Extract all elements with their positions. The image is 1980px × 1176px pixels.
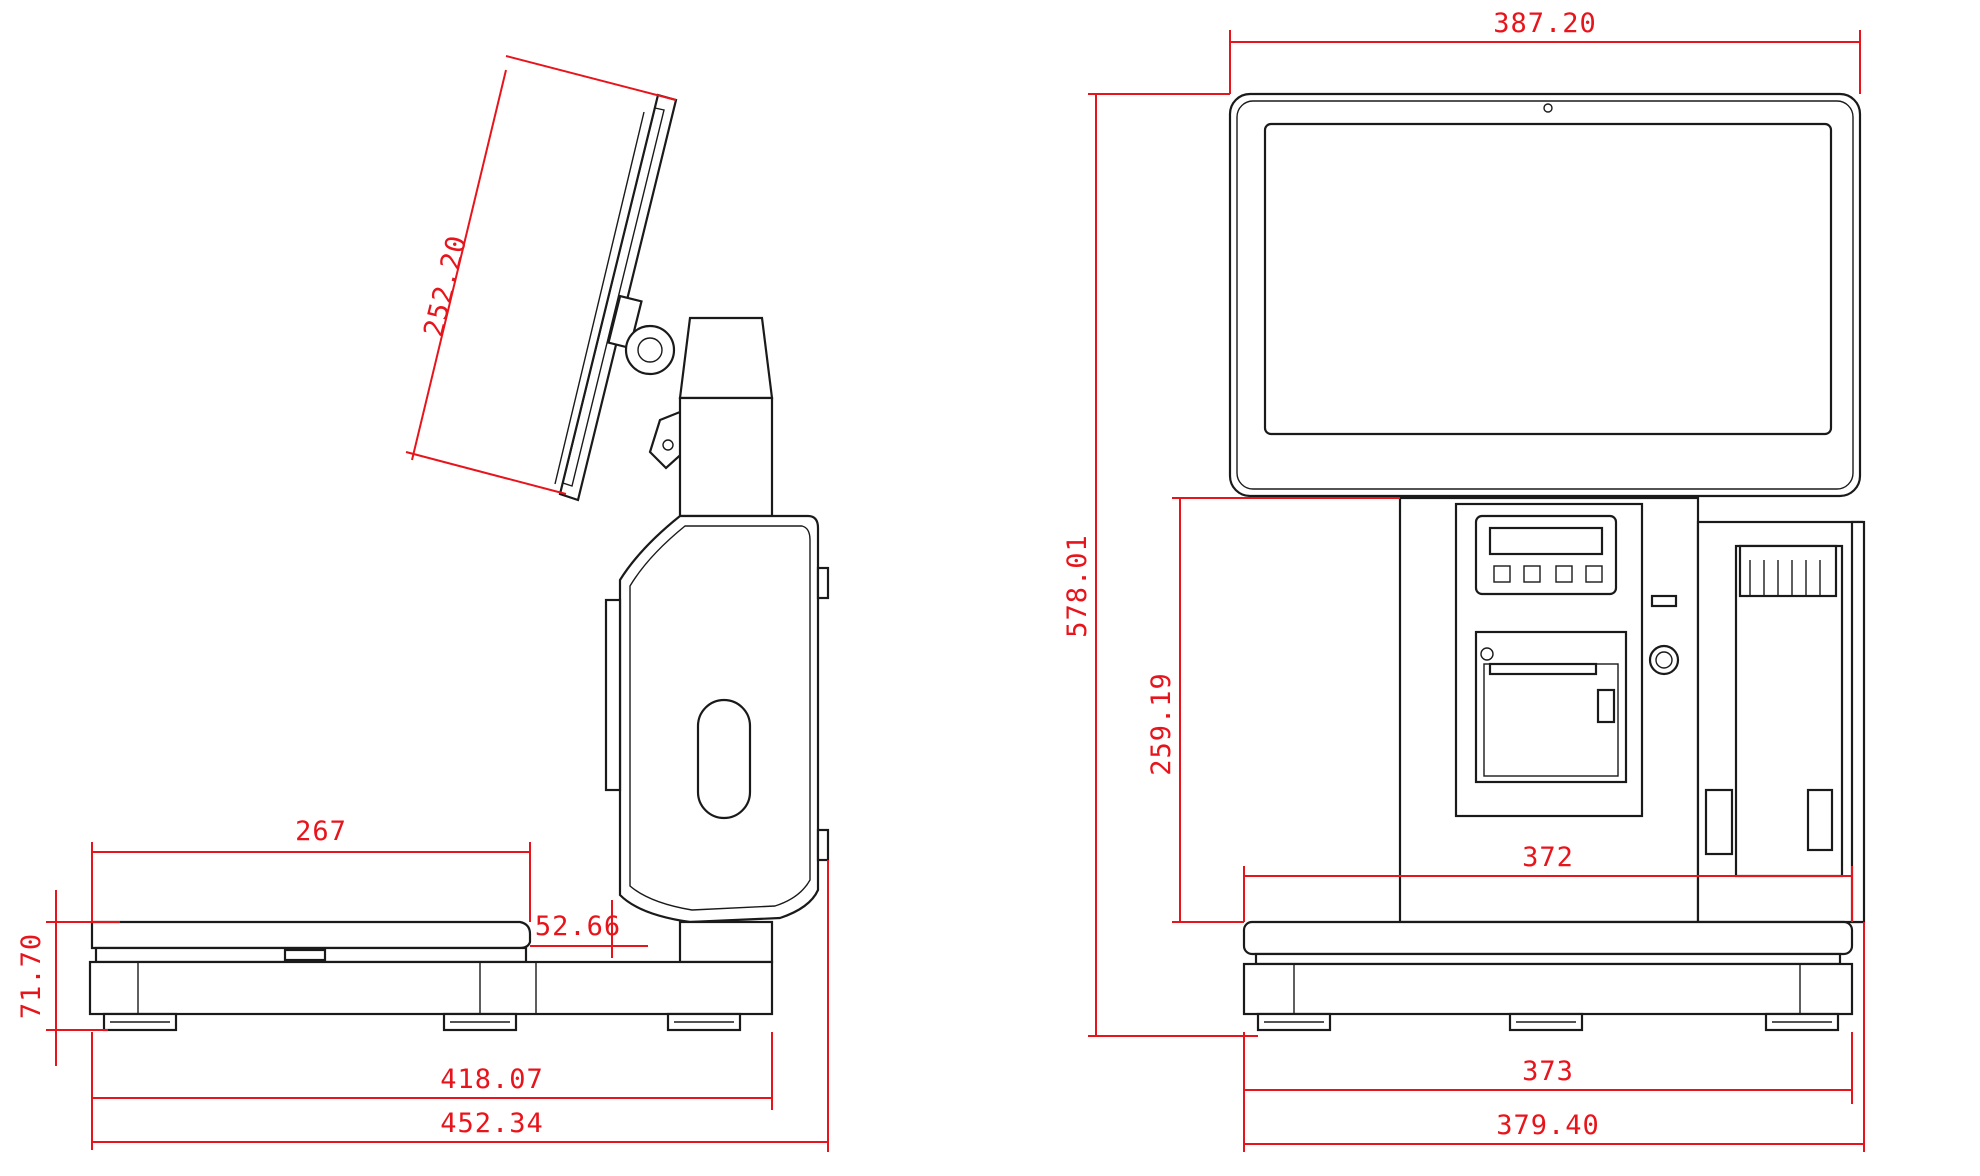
front-display: [1228, 92, 1862, 498]
side-column: [678, 920, 774, 964]
dim-overall-height: 578.01: [1062, 534, 1093, 638]
dim-body-height: 259.19: [1146, 672, 1177, 776]
key-3: [1555, 565, 1573, 583]
usb-port-icon: [1650, 594, 1678, 608]
dim-base-height: 71.70: [16, 933, 47, 1019]
key-4: [1585, 565, 1603, 583]
power-knob-icon: [1648, 644, 1680, 676]
front-feet: [1256, 1012, 1840, 1032]
front-base: [1242, 962, 1854, 1016]
front-label-unit: [1696, 520, 1866, 924]
side-view: [88, 93, 830, 1032]
dim-offset: 52.66: [535, 911, 621, 942]
side-pole: [678, 316, 774, 518]
front-view: [1228, 92, 1866, 1032]
dim-platter-width: 267: [295, 816, 347, 847]
dim-overall-depth: 452.34: [440, 1108, 544, 1139]
dim-base-depth: 418.07: [440, 1064, 544, 1095]
key-1: [1493, 565, 1511, 583]
side-feet: [102, 1012, 742, 1032]
lcd-window: [1488, 526, 1604, 556]
dim-platter-width-front: 372: [1522, 842, 1574, 873]
dim-overall-width: 387.20: [1493, 8, 1597, 39]
dim-overall-base-width: 379.40: [1496, 1110, 1600, 1141]
camera-icon: [1543, 103, 1553, 113]
dim-screen-length: 252.20: [418, 232, 473, 340]
key-2: [1523, 565, 1541, 583]
dim-base-width: 373: [1522, 1056, 1574, 1087]
side-base: [88, 960, 774, 1016]
side-body: [604, 514, 830, 924]
front-dimensions: 387.20 578.01 259.19 372 373 379.40: [1062, 8, 1865, 1152]
side-platter: [90, 920, 532, 964]
side-hinge: [624, 324, 688, 470]
front-platter: [1242, 920, 1854, 966]
